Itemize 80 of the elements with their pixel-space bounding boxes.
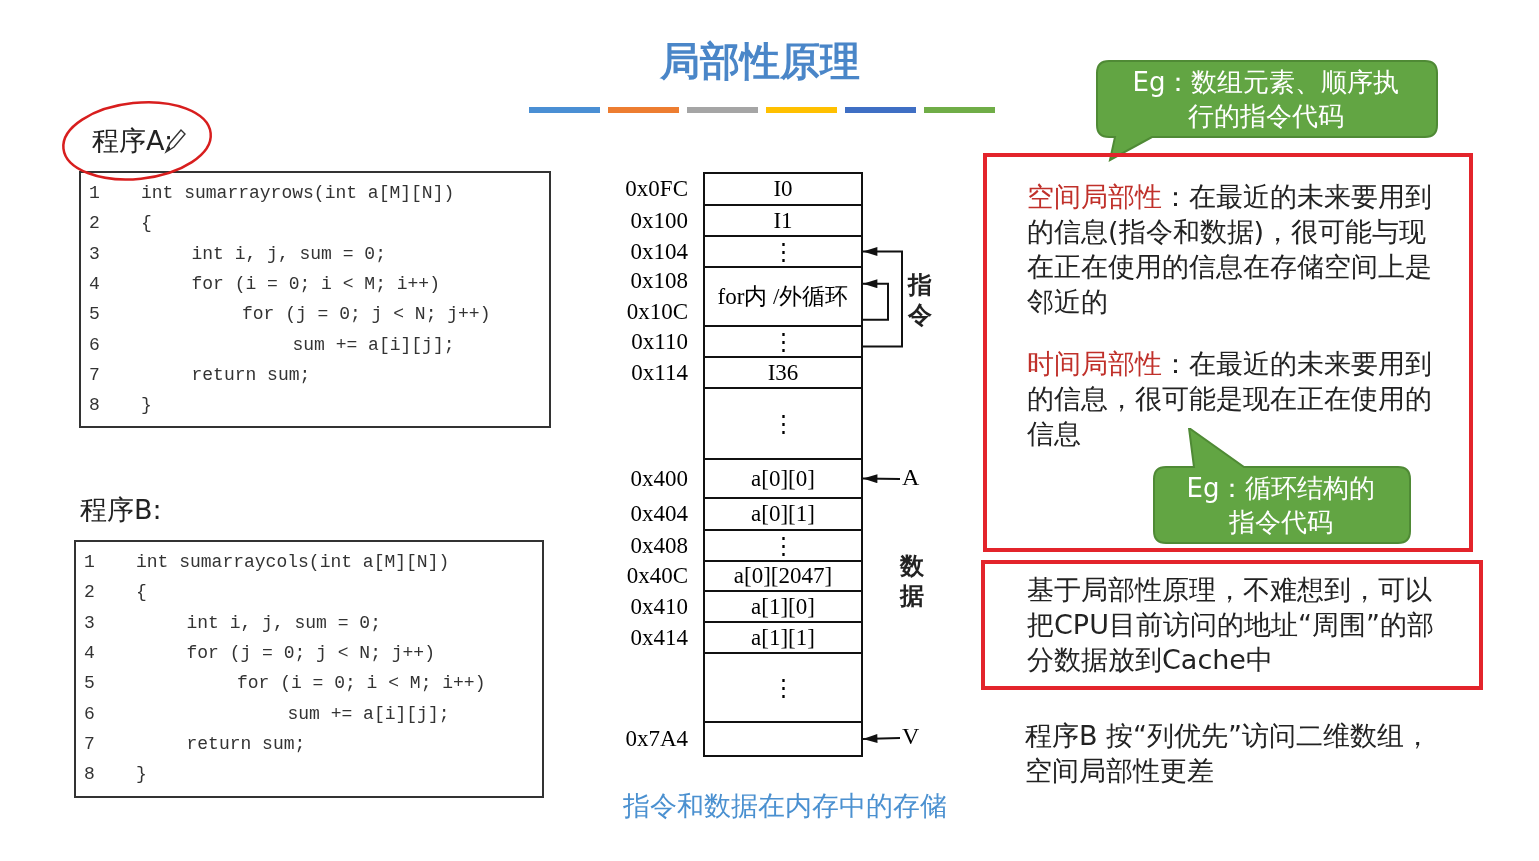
line-number: 1 [89, 183, 100, 203]
line-number: 8 [89, 395, 100, 416]
code-line: for (i = 0; i < M; i++) [237, 673, 486, 694]
callout-bubble: Eg：数组元素、顺序执行的指令代码 [1096, 60, 1438, 162]
line-number: 8 [84, 764, 95, 785]
memory-cell: I36 [703, 356, 863, 389]
note-text: 基于局部性原理，不难想到，可以把CPU目前访问的地址“周围”的部分数据放到Cache中 [1027, 573, 1435, 677]
address-label: 0x110 [630, 327, 688, 356]
line-number: 2 [84, 582, 95, 603]
line-number: 7 [84, 733, 95, 754]
memory-cell: I1 [703, 204, 863, 237]
code-line: return sum; [186, 733, 306, 754]
line-number: 5 [84, 673, 95, 694]
line-number: 4 [89, 273, 100, 294]
highlight-box [981, 560, 1483, 690]
memory-cell: a[0][1] [703, 497, 863, 531]
address-label: 0x100 [629, 206, 688, 235]
line-number: 6 [89, 334, 100, 355]
memory-cell: ⋮ [703, 387, 863, 460]
memory-cell: a[1][0] [703, 590, 863, 623]
memory-cell: for内 /外循环 [703, 266, 863, 327]
note-text: 程序B 按“列优先”访问二维数组，空间局部性更差 [1025, 719, 1433, 789]
memory-cell: ⋮ [703, 325, 863, 358]
code-line: int i, j, sum = 0; [191, 243, 386, 264]
memory-cell: I0 [703, 172, 863, 206]
line-number: 2 [89, 213, 100, 234]
address-label: 0x408 [629, 531, 688, 560]
code-line: { [136, 582, 147, 603]
memory-cell [703, 721, 863, 757]
code-line: } [141, 395, 152, 416]
program-heading: 程序A: [92, 124, 174, 158]
memory-cell: a[0][0] [703, 458, 863, 499]
address-label: 0x40C [625, 562, 688, 590]
line-number: 6 [84, 703, 95, 724]
address-label: 0x400 [629, 464, 688, 493]
code-line: for (i = 0; i < M; i++) [191, 273, 440, 294]
arrow [862, 474, 901, 484]
memory-cell: ⋮ [703, 235, 863, 268]
line-number: 7 [89, 364, 100, 385]
arrow [862, 279, 889, 321]
line-number: 4 [84, 642, 95, 663]
memory-cell: ⋮ [703, 529, 863, 562]
memory-cell: a[0][2047] [703, 560, 863, 592]
address-label: 0x414 [629, 623, 688, 652]
code-line: { [141, 213, 152, 234]
address-label: 0x108 [629, 267, 688, 296]
memory-cell: ⋮ [703, 652, 863, 723]
address-label: 0x7A4 [624, 725, 688, 753]
code-line: for (j = 0; j < N; j++) [242, 304, 491, 325]
arrow [862, 734, 901, 744]
address-label: 0x104 [629, 237, 688, 266]
address-label: 0x0FC [624, 175, 688, 203]
address-label: 0x114 [630, 358, 688, 387]
callout-bubble: Eg：循环结构的指令代码 [1153, 428, 1411, 544]
figure-caption: 指令和数据在内存中的存储 [622, 789, 948, 823]
program-heading: 程序B: [80, 493, 162, 527]
pointer-label: V [902, 723, 926, 753]
definition-text: 空间局部性：在最近的未来要用到的信息(指令和数据)，很可能与现在正在使用的信息在存储空间上是邻近的 [1027, 180, 1433, 319]
line-number: 3 [89, 243, 100, 264]
code-line: for (j = 0; j < N; j++) [186, 642, 435, 663]
side-label: 数据 [900, 551, 925, 611]
line-number: 5 [89, 304, 100, 325]
address-label: 0x404 [629, 500, 688, 528]
code-line: sum += a[i][j]; [287, 703, 450, 724]
address-label: 0x410 [629, 592, 688, 621]
code-line: int sumarraycols(int a[M][N]) [136, 552, 450, 572]
code-line: } [136, 764, 147, 785]
code-line: return sum; [191, 364, 311, 385]
side-label: 指令 [908, 270, 933, 330]
address-label: 0x10C [625, 297, 688, 326]
code-line: int i, j, sum = 0; [186, 612, 381, 633]
code-line: int sumarrayrows(int a[M][N]) [141, 183, 455, 203]
line-number: 1 [84, 552, 95, 572]
slide-title: 局部性原理 [659, 37, 861, 86]
pointer-label: A [902, 464, 926, 494]
highlight-box [983, 153, 1473, 552]
arrow [862, 247, 903, 348]
code-line: sum += a[i][j]; [292, 334, 455, 355]
line-number: 3 [84, 612, 95, 633]
memory-cell: a[1][1] [703, 621, 863, 654]
